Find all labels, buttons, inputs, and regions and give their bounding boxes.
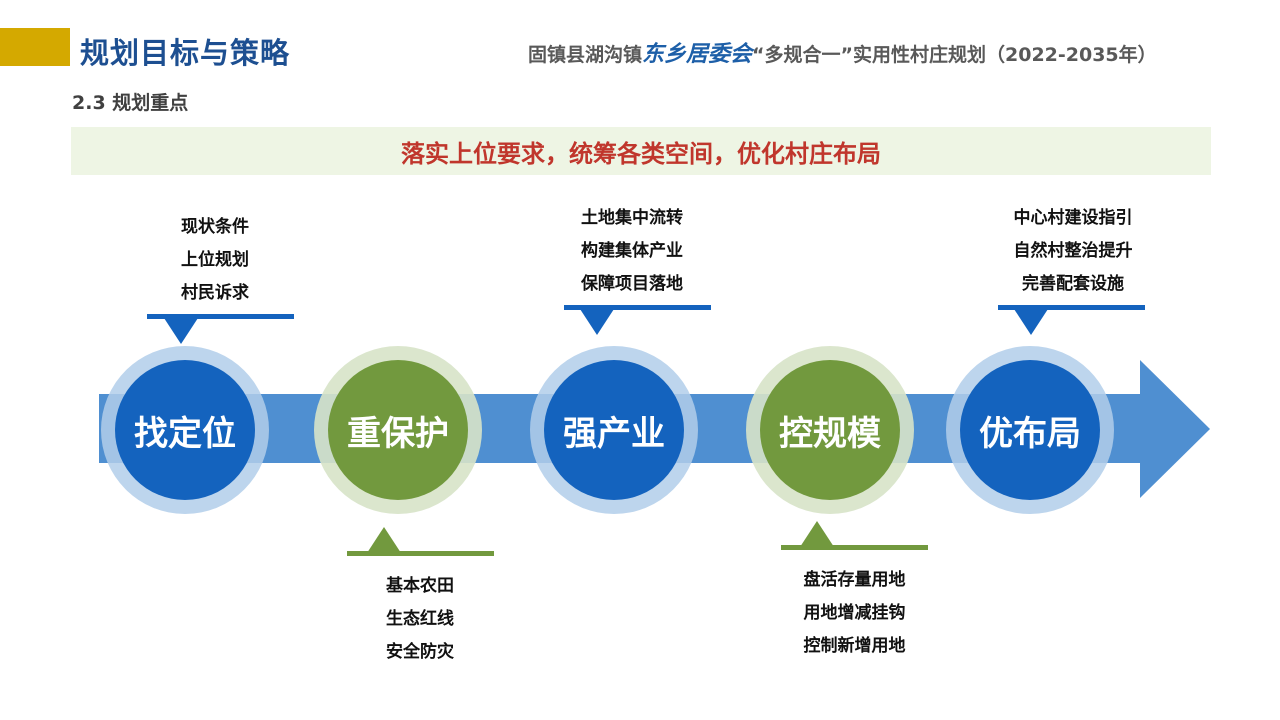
title-accent-block <box>0 28 70 66</box>
list-item: 中心村建设指引 <box>1013 208 1133 228</box>
pointer-down-icon <box>164 318 198 344</box>
step-label: 重保护 <box>328 360 468 500</box>
step-1-items: 现状条件 上位规划 村民诉求 <box>147 211 283 310</box>
step-circle-3: 强产业 <box>530 346 698 514</box>
list-item: 安全防灾 <box>386 642 454 662</box>
pointer-up-icon <box>367 527 401 553</box>
step-circle-4: 控规模 <box>746 346 914 514</box>
list-item: 上位规划 <box>181 250 249 270</box>
step-5-items: 中心村建设指引 自然村整治提升 完善配套设施 <box>998 202 1148 301</box>
callout-bar <box>781 545 928 550</box>
callout-bar <box>998 305 1145 310</box>
list-item: 完善配套设施 <box>1022 274 1124 294</box>
list-item: 盘活存量用地 <box>803 570 906 590</box>
list-item: 村民诉求 <box>181 283 249 303</box>
step-circle-5: 优布局 <box>946 346 1114 514</box>
document-title: 固镇县湖沟镇东乡居委会“多规合一”实用性村庄规划（2022-2035年） <box>528 36 1157 68</box>
list-item: 控制新增用地 <box>803 636 906 656</box>
list-item: 保障项目落地 <box>581 274 683 294</box>
doc-village: 东乡居委会 <box>642 41 753 67</box>
step-3-items: 土地集中流转 构建集体产业 保障项目落地 <box>564 202 700 301</box>
step-label: 优布局 <box>960 360 1100 500</box>
list-item: 基本农田 <box>386 576 454 596</box>
arrow-head-icon <box>1140 360 1210 498</box>
pointer-down-icon <box>1014 309 1048 335</box>
list-item: 用地增减挂钩 <box>803 603 906 623</box>
doc-prefix: 固镇县湖沟镇 <box>528 44 643 66</box>
theme-banner: 落实上位要求，统筹各类空间，优化村庄布局 <box>71 127 1211 175</box>
callout-bar <box>147 314 294 319</box>
list-item: 现状条件 <box>181 217 249 237</box>
doc-suffix: “多规合一”实用性村庄规划（2022-2035年） <box>752 44 1157 66</box>
step-circle-2: 重保护 <box>314 346 482 514</box>
section-heading: 2.3 规划重点 <box>72 92 189 114</box>
step-label: 找定位 <box>115 360 255 500</box>
page-title: 规划目标与策略 <box>80 36 291 70</box>
step-label: 强产业 <box>544 360 684 500</box>
pointer-down-icon <box>580 309 614 335</box>
step-circle-1: 找定位 <box>101 346 269 514</box>
step-2-items: 基本农田 生态红线 安全防灾 <box>350 570 490 669</box>
list-item: 生态红线 <box>386 609 454 629</box>
list-item: 土地集中流转 <box>581 208 683 228</box>
callout-bar <box>564 305 711 310</box>
list-item: 自然村整治提升 <box>1013 241 1133 261</box>
step-label: 控规模 <box>760 360 900 500</box>
step-4-items: 盘活存量用地 用地增减挂钩 控制新增用地 <box>781 564 928 663</box>
pointer-up-icon <box>800 521 834 547</box>
callout-bar <box>347 551 494 556</box>
list-item: 构建集体产业 <box>581 241 683 261</box>
